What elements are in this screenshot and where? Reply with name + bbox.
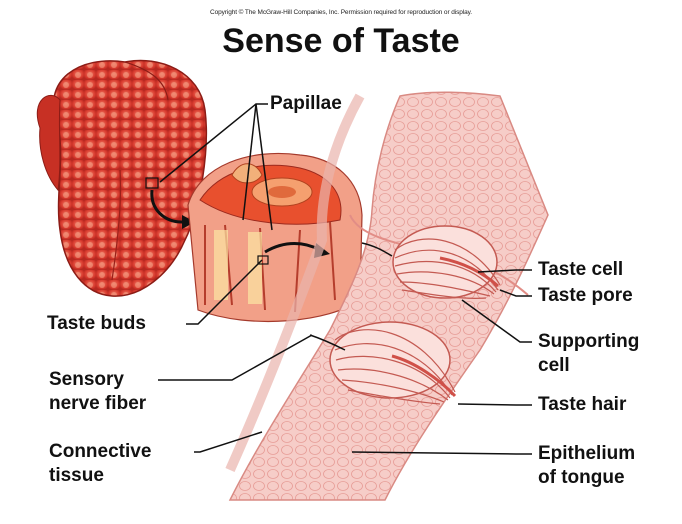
leader-connective — [194, 432, 262, 452]
label-epithelium-line-1: Epithelium — [538, 443, 635, 465]
papillae-block — [188, 153, 362, 321]
label-sensory-line-1: Sensory — [49, 369, 124, 391]
label-papillae: Papillae — [270, 93, 342, 115]
label-connective-line-1: Connective — [49, 441, 151, 463]
label-epithelium-line-2: of tongue — [538, 467, 625, 489]
label-taste-buds: Taste buds — [47, 313, 146, 335]
label-supporting-line-2: cell — [538, 355, 570, 377]
label-taste-pore: Taste pore — [538, 285, 633, 307]
label-taste-cell: Taste cell — [538, 259, 623, 281]
label-supporting-line-1: Supporting — [538, 331, 639, 353]
tongue-drawing — [37, 60, 206, 296]
label-sensory-line-2: nerve fiber — [49, 393, 146, 415]
leader-sensory-nerve — [158, 335, 312, 380]
label-connective-line-2: tissue — [49, 465, 104, 487]
label-taste-hair: Taste hair — [538, 394, 626, 416]
leader-taste-hair — [458, 404, 532, 405]
